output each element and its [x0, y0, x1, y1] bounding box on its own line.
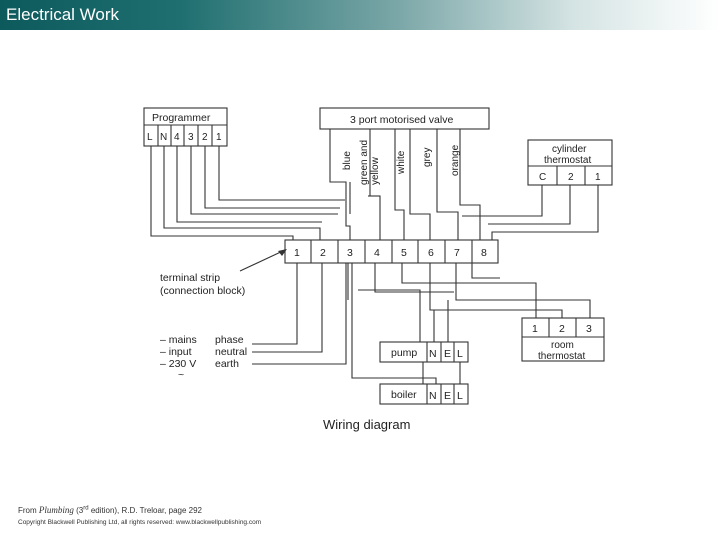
strip-terminal-7: 7	[454, 247, 460, 259]
room-thermostat-box	[521, 317, 605, 362]
diagram-caption: Wiring diagram	[323, 417, 410, 432]
source-prefix: From	[18, 506, 39, 515]
room-terminal-1: 1	[532, 323, 538, 335]
valve-wire-green-and: green and	[359, 140, 370, 185]
source-citation: From Plumbing (3rd edition), R.D. Treloa…	[18, 505, 202, 515]
programmer-terminal-4: 4	[174, 132, 180, 143]
mains-label-4: ~	[178, 369, 184, 381]
room-thermostat-title-1: room	[551, 340, 574, 351]
cylinder-terminal-C: C	[539, 172, 546, 183]
copyright-notice: Copyright Blackwell Publishing Ltd, all …	[18, 519, 262, 526]
room-terminal-2: 2	[559, 323, 565, 335]
pump-terminal-E: E	[444, 348, 451, 360]
programmer-terminal-2: 2	[202, 132, 208, 143]
pump-box	[379, 341, 469, 363]
pump-terminal-N: N	[429, 348, 437, 360]
source-rest: edition), R.D. Treloar, page 292	[88, 506, 202, 515]
title-bar: Electrical Work	[0, 0, 720, 30]
valve-wire-orange: orange	[450, 144, 461, 176]
terminal-strip-label-1: terminal strip	[160, 272, 220, 284]
boiler-terminal-E: E	[444, 390, 451, 402]
strip-terminal-4: 4	[374, 247, 380, 259]
cylinder-terminal-2: 2	[568, 172, 574, 183]
room-thermostat-title-2: thermostat	[538, 351, 585, 362]
programmer-title: Programmer	[152, 112, 211, 124]
cylinder-thermostat-title-1: cylinder	[552, 144, 587, 155]
source-edition-sup: rd	[83, 505, 89, 512]
valve-title: 3 port motorised valve	[350, 114, 453, 126]
source-edition-num: (3	[76, 506, 84, 515]
strip-terminal-1: 1	[294, 247, 300, 259]
programmer-terminal-3: 3	[188, 132, 194, 143]
terminal-strip-label-2: (connection block)	[160, 285, 245, 297]
pointer-arrow-icon	[278, 249, 287, 256]
pump-terminal-L: L	[457, 348, 463, 360]
valve-wire-white: white	[396, 150, 407, 175]
valve-wire-blue: blue	[342, 151, 353, 170]
cylinder-thermostat-title-2: thermostat	[544, 155, 591, 166]
programmer-box	[143, 107, 228, 147]
valve-wire-yellow: yellow	[370, 156, 381, 185]
cylinder-terminal-1: 1	[595, 172, 601, 183]
strip-terminal-8: 8	[481, 247, 487, 259]
strip-terminal-6: 6	[428, 247, 434, 259]
programmer-terminal-N: N	[160, 132, 167, 143]
pump-label: pump	[391, 347, 417, 359]
mains-label-2: – input	[160, 346, 192, 358]
boiler-label: boiler	[391, 389, 417, 401]
mains-phase: phase	[215, 334, 244, 346]
valve-box	[319, 107, 490, 130]
programmer-terminal-L: L	[147, 132, 153, 143]
mains-earth: earth	[215, 358, 239, 370]
strip-terminal-2: 2	[320, 247, 326, 259]
page-title: Electrical Work	[6, 5, 120, 24]
mains-neutral: neutral	[215, 346, 247, 358]
room-terminal-3: 3	[586, 323, 592, 335]
programmer-terminal-1: 1	[216, 132, 222, 143]
strip-terminal-5: 5	[401, 247, 407, 259]
source-title: Plumbing	[38, 505, 74, 515]
mains-label-1: – mains	[160, 334, 197, 346]
boiler-terminal-L: L	[457, 390, 463, 402]
valve-wire-grey: grey	[422, 148, 433, 167]
boiler-box	[379, 383, 469, 405]
strip-terminal-3: 3	[347, 247, 353, 259]
mains-label-3: – 230 V	[160, 358, 196, 370]
boiler-terminal-N: N	[429, 390, 437, 402]
